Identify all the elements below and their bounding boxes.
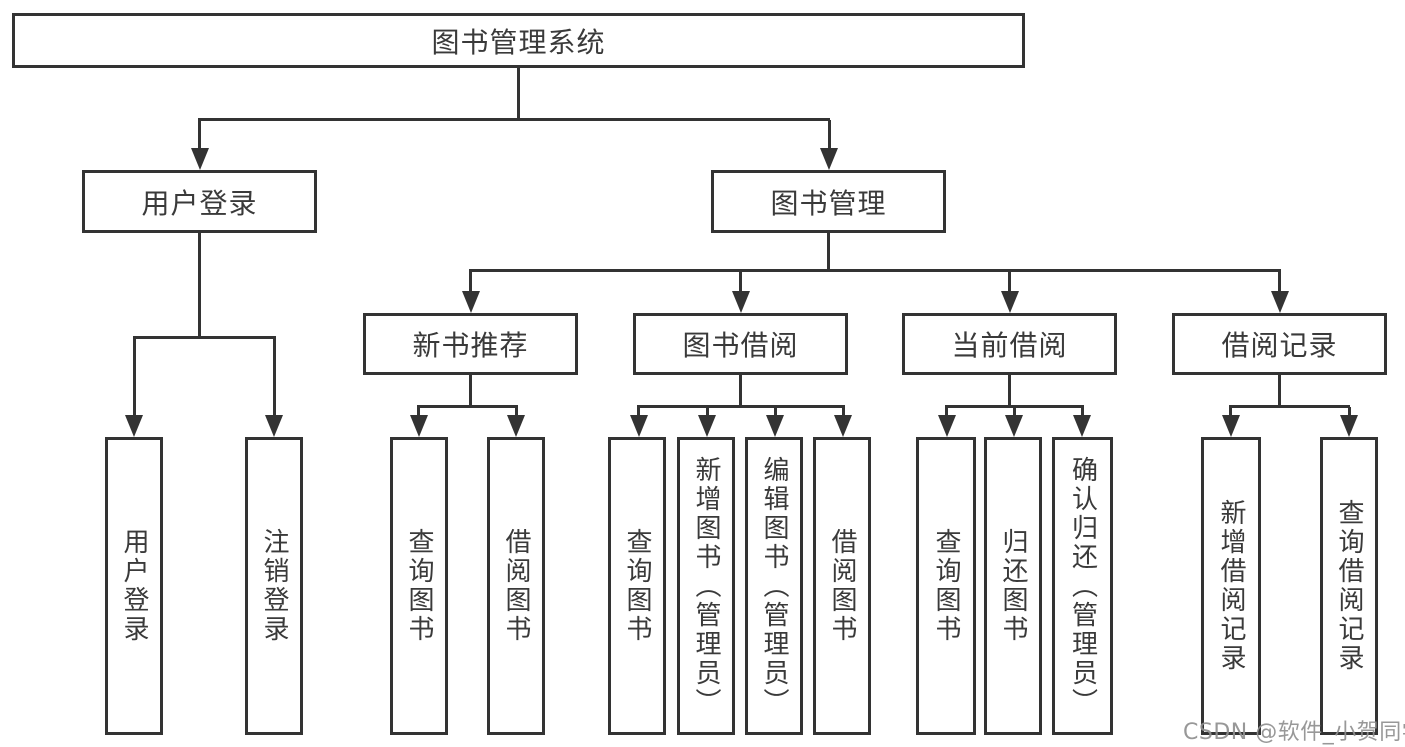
leaf-confirm-return-admin: 确认归还（管理员） — [1052, 437, 1113, 735]
connector-to-leaf-add-books — [706, 407, 709, 417]
arrowhead-to-book-borrow — [732, 291, 750, 313]
arrowhead-to-borrow-records — [1271, 291, 1289, 313]
connector-to-leaf-logout — [273, 338, 276, 417]
node-new-book-recommend: 新书推荐 — [363, 313, 578, 375]
connector-bookborrow-rail — [637, 405, 845, 408]
connector-to-borrow-records — [1278, 271, 1281, 293]
node-borrow-records-label: 借阅记录 — [1221, 329, 1338, 362]
connector-userlogin-stem — [198, 233, 201, 338]
connector-currentborrow-rail — [945, 405, 1084, 408]
connector-to-leaf-borrow1 — [515, 407, 518, 417]
connector-to-leaf-query1 — [417, 407, 420, 417]
arrowhead-to-leaf-query2 — [630, 415, 648, 437]
connector-to-book-mgmt — [828, 120, 831, 150]
node-user-login-branch: 用户登录 — [82, 170, 317, 233]
connector-root-rail — [198, 118, 830, 121]
connector-root-stem — [517, 68, 520, 121]
arrowhead-to-leaf-edit-books — [766, 415, 784, 437]
arrowhead-to-leaf-query1 — [410, 415, 428, 437]
connector-userlogin-rail — [133, 336, 276, 339]
connector-to-leaf-add-record — [1229, 407, 1232, 417]
leaf-logout-label: 注销登录 — [259, 528, 289, 644]
leaf-query-books-borrow: 查询图书 — [608, 437, 666, 735]
connector-to-user-login — [198, 120, 201, 150]
node-current-borrow-label: 当前借阅 — [951, 329, 1068, 362]
arrowhead-to-leaf-borrow1 — [507, 415, 525, 437]
connector-currentborrow-stem — [1008, 375, 1011, 407]
connector-to-current-borrow — [1008, 271, 1011, 293]
csdn-watermark: CSDN @软件_小贺同学 — [1183, 720, 1405, 745]
leaf-edit-books-admin-label: 编辑图书（管理员） — [759, 455, 789, 717]
connector-bookborrow-stem — [739, 375, 742, 407]
leaf-add-books-admin-label: 新增图书（管理员） — [691, 455, 721, 717]
connector-bookmgmt-rail — [469, 269, 1281, 272]
connector-to-leaf-edit-books — [774, 407, 777, 417]
connector-newbook-stem — [469, 375, 472, 407]
connector-to-leaf-query3 — [945, 407, 948, 417]
node-book-borrow: 图书借阅 — [633, 313, 848, 375]
connector-to-new-book — [469, 271, 472, 293]
connector-to-leaf-confirm-return — [1081, 407, 1084, 417]
arrowhead-to-leaf-borrow2 — [834, 415, 852, 437]
leaf-borrow-books-recommend: 借阅图书 — [487, 437, 545, 735]
leaf-borrow-books: 借阅图书 — [813, 437, 871, 735]
connector-to-leaf-query2 — [637, 407, 640, 417]
arrowhead-to-leaf-logout — [265, 415, 283, 437]
leaf-query-borrow-record-label: 查询借阅记录 — [1334, 499, 1364, 673]
node-book-borrow-label: 图书借阅 — [682, 329, 799, 362]
arrowhead-to-leaf-login — [125, 415, 143, 437]
leaf-edit-books-admin: 编辑图书（管理员） — [745, 437, 803, 735]
leaf-user-login: 用户登录 — [105, 437, 163, 735]
arrowhead-to-leaf-confirm-return — [1073, 415, 1091, 437]
leaf-query-borrow-record: 查询借阅记录 — [1320, 437, 1378, 735]
leaf-add-books-admin: 新增图书（管理员） — [677, 437, 735, 735]
leaf-query-books-current: 查询图书 — [916, 437, 976, 735]
leaf-query-books-current-label: 查询图书 — [931, 528, 961, 644]
leaf-add-borrow-record: 新增借阅记录 — [1201, 437, 1261, 735]
leaf-return-books: 归还图书 — [984, 437, 1042, 735]
arrowhead-to-current-borrow — [1001, 291, 1019, 313]
arrowhead-to-leaf-query-record — [1340, 415, 1358, 437]
connector-to-leaf-return — [1013, 407, 1016, 417]
node-new-book-recommend-label: 新书推荐 — [412, 329, 529, 362]
arrowhead-to-leaf-query3 — [938, 415, 956, 437]
node-user-login-branch-label: 用户登录 — [141, 186, 258, 220]
leaf-borrow-books-label: 借阅图书 — [827, 528, 857, 644]
node-library-system-label: 图书管理系统 — [431, 25, 606, 59]
leaf-return-books-label: 归还图书 — [998, 528, 1028, 644]
connector-to-book-borrow — [739, 271, 742, 293]
connector-to-leaf-login — [133, 338, 136, 417]
node-book-management-branch: 图书管理 — [711, 170, 946, 233]
arrowhead-to-new-book — [462, 291, 480, 313]
arrowhead-to-leaf-add-record — [1222, 415, 1240, 437]
leaf-query-books-recommend: 查询图书 — [390, 437, 448, 735]
connector-bookmgmt-stem — [827, 233, 830, 271]
leaf-confirm-return-admin-label: 确认归还（管理员） — [1067, 455, 1098, 717]
node-current-borrow: 当前借阅 — [902, 313, 1117, 375]
node-borrow-records: 借阅记录 — [1172, 313, 1387, 375]
connector-records-stem — [1278, 375, 1281, 407]
connector-to-leaf-query-record — [1348, 407, 1351, 417]
leaf-user-login-label: 用户登录 — [119, 528, 149, 644]
leaf-borrow-books-recommend-label: 借阅图书 — [501, 528, 531, 644]
arrowhead-to-leaf-add-books — [698, 415, 716, 437]
leaf-logout: 注销登录 — [245, 437, 303, 735]
arrowhead-to-user-login — [191, 148, 209, 170]
leaf-add-borrow-record-label: 新增借阅记录 — [1216, 499, 1246, 673]
arrowhead-to-leaf-return — [1005, 415, 1023, 437]
connector-to-leaf-borrow2 — [842, 407, 845, 417]
leaf-query-books-recommend-label: 查询图书 — [404, 528, 434, 644]
arrowhead-to-book-mgmt — [820, 148, 838, 170]
leaf-query-books-borrow-label: 查询图书 — [622, 528, 652, 644]
node-book-management-branch-label: 图书管理 — [770, 186, 887, 220]
connector-records-rail — [1229, 405, 1350, 408]
node-library-system: 图书管理系统 — [12, 13, 1025, 68]
connector-newbook-rail — [417, 405, 518, 408]
